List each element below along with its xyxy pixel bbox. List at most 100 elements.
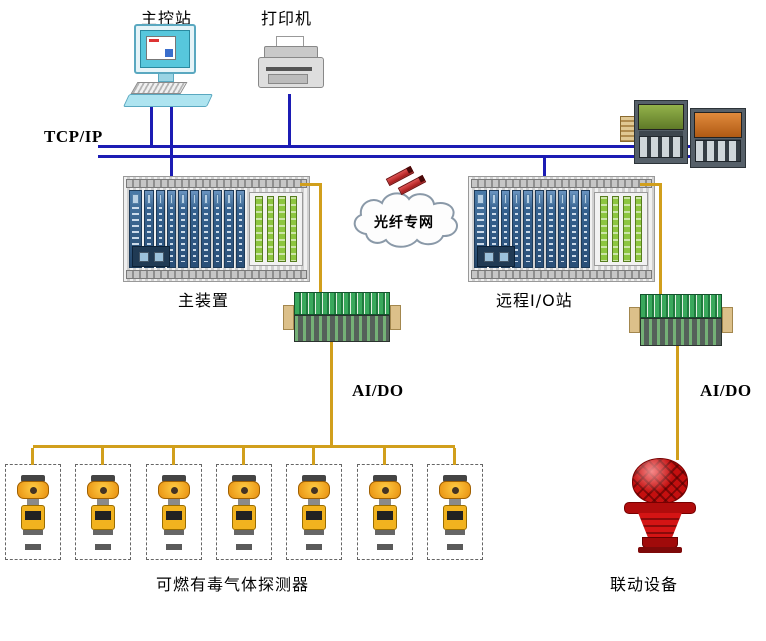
rack-rail <box>126 270 307 279</box>
detector-sensor-head <box>438 481 471 499</box>
label-aido-right: AI/DO <box>700 381 752 400</box>
gas-detector-box <box>145 448 202 560</box>
gas-detector-box <box>356 448 413 560</box>
detector-cap <box>231 475 256 482</box>
signal-terminal-block-left <box>283 292 401 342</box>
detector-mount <box>304 530 325 535</box>
gas-detector-box <box>215 448 272 560</box>
monitor-screen <box>140 30 190 68</box>
tcpip-bus-line-lower <box>98 155 746 158</box>
monitor-icon <box>134 24 196 74</box>
terminal-end-bracket <box>629 307 640 333</box>
main-controller-rack <box>123 176 310 282</box>
detector-display <box>376 511 393 520</box>
signal-drop-line <box>382 448 386 465</box>
terminal-connectors <box>640 294 722 318</box>
detector-sensor-head <box>298 481 331 499</box>
label-main-station: 主控站 <box>141 9 193 28</box>
detector-tag <box>235 544 252 550</box>
ethernet-switch-1 <box>634 100 688 164</box>
detector-cap <box>372 475 397 482</box>
detector-display <box>446 511 463 520</box>
signal-line <box>640 183 662 186</box>
io-modules <box>129 190 245 268</box>
detector-neck <box>378 499 391 505</box>
detector-tag <box>446 544 463 550</box>
label-linkage-devices: 联动设备 <box>610 575 679 594</box>
gas-detector-icon <box>13 475 53 539</box>
cpu-module-ports <box>132 246 170 267</box>
switch-led-strip <box>639 131 683 140</box>
keyboard-icon <box>130 82 188 94</box>
gas-detector-icon <box>294 475 334 539</box>
detector-cap <box>91 475 116 482</box>
workstation-base <box>122 94 214 107</box>
ethernet-switch-2 <box>690 108 746 168</box>
gas-detector-box <box>426 448 483 560</box>
io-card-cage <box>249 192 303 266</box>
remote-rack-link-line <box>543 158 546 176</box>
signal-drop-line <box>101 448 105 465</box>
detector-neck <box>237 499 250 505</box>
main-rack-link-line <box>170 158 173 176</box>
switch-ports <box>695 140 741 162</box>
detector-sensor-head <box>227 481 260 499</box>
rack-rail <box>471 270 652 279</box>
gas-detector-icon <box>435 475 475 539</box>
label-printer: 打印机 <box>261 9 313 28</box>
signal-terminal-block-right <box>629 294 733 346</box>
tcpip-bus-line-upper <box>98 145 746 148</box>
terminal-end-bracket <box>283 304 294 330</box>
label-gas-detectors: 可燃有毒气体探测器 <box>156 575 310 594</box>
workstation-link-line-1 <box>150 106 153 145</box>
signal-line <box>319 183 322 292</box>
gas-detector-icon <box>83 475 123 539</box>
signal-line <box>300 183 322 186</box>
beacon-mount-plate <box>638 547 682 553</box>
detector-cap <box>302 475 327 482</box>
signal-drop-line <box>171 448 175 465</box>
beacon-dome <box>632 458 688 504</box>
signal-line <box>330 342 333 448</box>
detector-tag <box>95 544 112 550</box>
detector-mount <box>444 530 465 535</box>
rack-rail <box>471 179 652 188</box>
detector-neck <box>97 499 110 505</box>
beacon-collar <box>624 502 696 514</box>
detector-neck <box>27 499 39 505</box>
terminal-end-bracket <box>722 307 733 333</box>
cloud-icon <box>353 192 458 248</box>
detector-mount <box>163 530 184 535</box>
signal-drop-line <box>312 448 316 465</box>
detector-row <box>5 448 483 560</box>
workstation-link-line-2 <box>170 106 173 155</box>
detector-display <box>165 511 182 520</box>
workstation-icon <box>122 24 216 112</box>
detector-display <box>95 511 112 520</box>
gas-detector-box <box>5 448 61 560</box>
detector-mount <box>374 530 395 535</box>
printer-output-slot <box>266 67 312 71</box>
label-tcpip: TCP/IP <box>44 127 103 146</box>
detector-tag <box>376 544 393 550</box>
label-fiber-network: 光纤专网 <box>374 215 434 231</box>
label-aido-left: AI/DO <box>352 381 404 400</box>
detector-neck <box>167 499 180 505</box>
detector-cap <box>442 475 467 482</box>
gas-detector-icon <box>365 475 405 539</box>
screen-window <box>146 36 176 60</box>
gas-detector-icon <box>224 475 264 539</box>
remote-io-rack <box>468 176 655 282</box>
detector-mount <box>23 530 43 535</box>
printer-icon <box>256 36 326 96</box>
beacon-horn <box>638 513 682 539</box>
detector-tag <box>165 544 182 550</box>
signal-line <box>659 183 662 294</box>
detector-sensor-head <box>87 481 120 499</box>
io-card-cage <box>594 192 648 266</box>
detector-cap <box>21 475 45 482</box>
detector-mount <box>233 530 254 535</box>
detector-neck <box>308 499 321 505</box>
fiber-network-cloud: 光纤专网 <box>346 188 462 254</box>
